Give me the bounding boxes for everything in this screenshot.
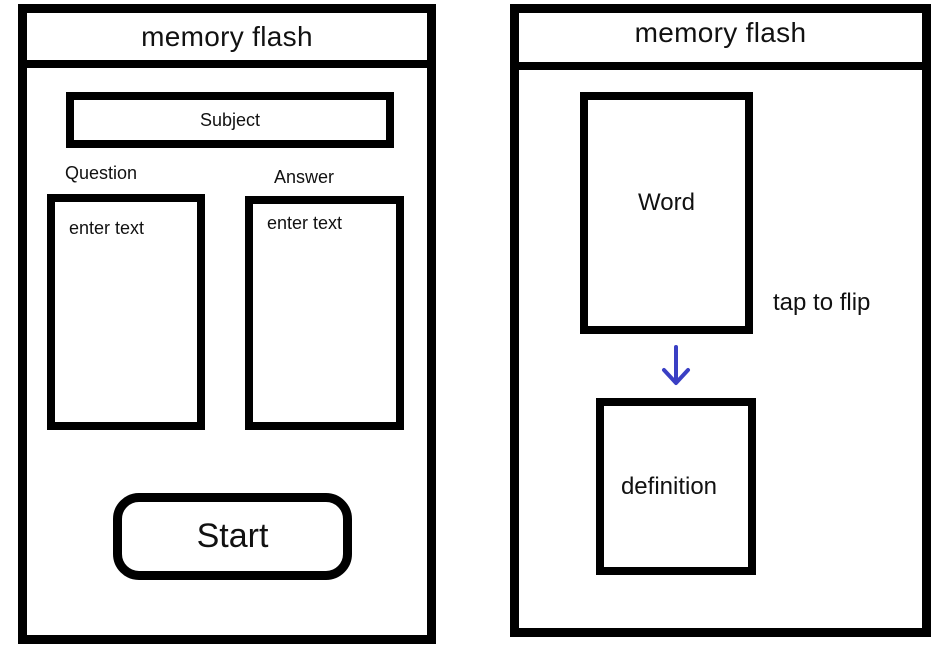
question-textarea[interactable]: enter text xyxy=(47,194,205,430)
app-title: memory flash xyxy=(141,20,313,52)
subject-input[interactable]: Subject xyxy=(66,92,394,148)
definition-card[interactable]: definition xyxy=(596,398,756,575)
arrow-down-icon xyxy=(662,345,690,385)
definition-card-label: definition xyxy=(620,472,718,500)
subject-placeholder: Subject xyxy=(199,109,261,130)
question-label: Question xyxy=(65,163,138,183)
word-card[interactable]: Word xyxy=(580,92,753,334)
left-title-bar: memory flash xyxy=(27,13,427,68)
right-title-bar: memory flash xyxy=(519,13,922,70)
start-button-label: Start xyxy=(196,517,269,555)
answer-textarea[interactable]: enter text xyxy=(245,196,404,430)
word-card-label: Word xyxy=(638,189,695,216)
question-placeholder: enter text xyxy=(69,218,145,238)
answer-label: Answer xyxy=(274,167,335,187)
start-button[interactable]: Start xyxy=(113,493,352,580)
answer-placeholder: enter text xyxy=(267,213,343,233)
tap-to-flip-hint: tap to flip xyxy=(773,289,871,316)
app-title: memory flash xyxy=(634,16,807,48)
